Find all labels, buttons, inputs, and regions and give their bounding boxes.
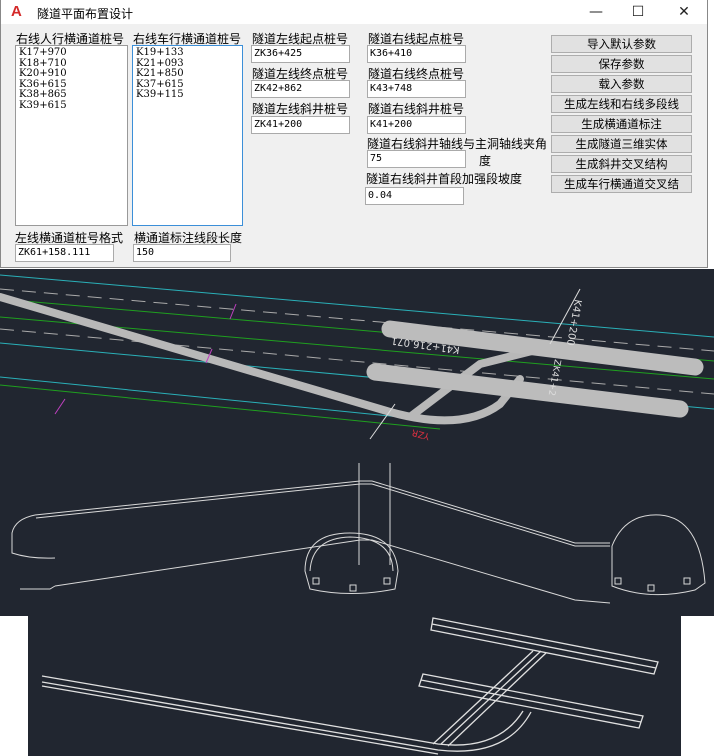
tunnel-plan-drawing	[41, 617, 659, 755]
load-params-button[interactable]: 载入参数	[551, 75, 692, 93]
gen-vehicle-cross-button[interactable]: 生成车行横通道交叉结	[551, 175, 692, 193]
gen-polylines-button[interactable]: 生成左线和右线多段线	[551, 95, 692, 113]
list-item[interactable]: K21+093	[136, 57, 184, 69]
list-item[interactable]: K19+133	[136, 47, 184, 58]
format-input[interactable]: ZK61+158.111	[15, 244, 114, 262]
import-defaults-button[interactable]: 导入默认参数	[551, 35, 692, 53]
right-shaft-input[interactable]: K41+200	[367, 116, 466, 134]
cad-plan-view	[28, 616, 681, 756]
right-angle-label: 隧道右线斜井轴线与主洞轴线夹角	[367, 137, 548, 151]
right-slope-label: 隧道右线斜井首段加强段坡度	[366, 172, 523, 186]
right-angle-input[interactable]: 75	[367, 150, 466, 168]
right-start-label: 隧道右线起点桩号	[368, 32, 465, 46]
cad-section-view	[0, 443, 714, 616]
list-item[interactable]: K39+615	[19, 99, 67, 111]
left-end-input[interactable]: ZK42+862	[251, 80, 350, 98]
veh-list-label: 右线车行横通道桩号	[133, 32, 242, 46]
list-item[interactable]: K17+970	[19, 47, 67, 58]
gen-passage-annotation-button[interactable]: 生成横通道标注	[551, 115, 692, 133]
ped-passage-list[interactable]: K17+970 K18+710 K20+910 K36+615 K38+865 …	[15, 45, 128, 226]
tunnel-3d-drawing: K41+200 K41+216.071 ZK41+2 YZR	[0, 274, 714, 441]
list-item[interactable]: K21+850	[136, 68, 184, 79]
right-start-input[interactable]: K36+410	[367, 45, 466, 63]
list-item[interactable]: K37+615	[136, 78, 184, 90]
list-item[interactable]: K18+710	[19, 57, 67, 69]
annot-len-input[interactable]: 150	[133, 244, 231, 262]
right-end-label: 隧道右线终点桩号	[368, 67, 465, 81]
app-logo-icon: A	[11, 3, 22, 20]
dialog-window: A 隧道平面布置设计 — ☐ ✕ 右线人行横通道桩号 K17+970 K18+7…	[0, 0, 708, 268]
tunnel-section-drawing	[11, 463, 706, 604]
format-label: 左线横通道桩号格式	[15, 231, 124, 245]
list-item[interactable]: K20+910	[19, 68, 67, 79]
maximize-button[interactable]: ☐	[631, 4, 645, 20]
veh-passage-list[interactable]: K19+133 K21+093 K21+850 K37+615 K39+115	[132, 45, 243, 226]
list-item[interactable]: K38+865	[19, 89, 67, 100]
cad-label-yzr: YZR	[411, 426, 432, 441]
minimize-button[interactable]: —	[589, 4, 603, 20]
window-title: 隧道平面布置设计	[37, 7, 134, 21]
annot-len-label: 横通道标注线段长度	[134, 231, 243, 245]
left-shaft-input[interactable]: ZK41+200	[251, 116, 350, 134]
angle-unit-label: 度	[479, 154, 492, 168]
right-shaft-label: 隧道右线斜井桩号	[368, 102, 465, 116]
left-end-label: 隧道左线终点桩号	[252, 67, 349, 81]
left-start-input[interactable]: ZK36+425	[251, 45, 350, 63]
gen-3d-solid-button[interactable]: 生成隧道三维实体	[551, 135, 692, 153]
right-slope-input[interactable]: 0.04	[365, 187, 464, 205]
list-item[interactable]: K39+115	[136, 89, 184, 100]
save-params-button[interactable]: 保存参数	[551, 55, 692, 73]
left-start-label: 隧道左线起点桩号	[252, 32, 349, 46]
list-item[interactable]: K36+615	[19, 78, 67, 90]
right-end-input[interactable]: K43+748	[367, 80, 466, 98]
gen-shaft-cross-button[interactable]: 生成斜井交叉结构	[551, 155, 692, 173]
ped-list-label: 右线人行横通道桩号	[16, 32, 125, 46]
close-button[interactable]: ✕	[678, 4, 690, 20]
left-shaft-label: 隧道左线斜井桩号	[252, 102, 349, 116]
title-bar: A 隧道平面布置设计 — ☐ ✕	[1, 0, 707, 24]
cad-3d-view: K41+200 K41+216.071 ZK41+2 YZR	[0, 269, 714, 443]
